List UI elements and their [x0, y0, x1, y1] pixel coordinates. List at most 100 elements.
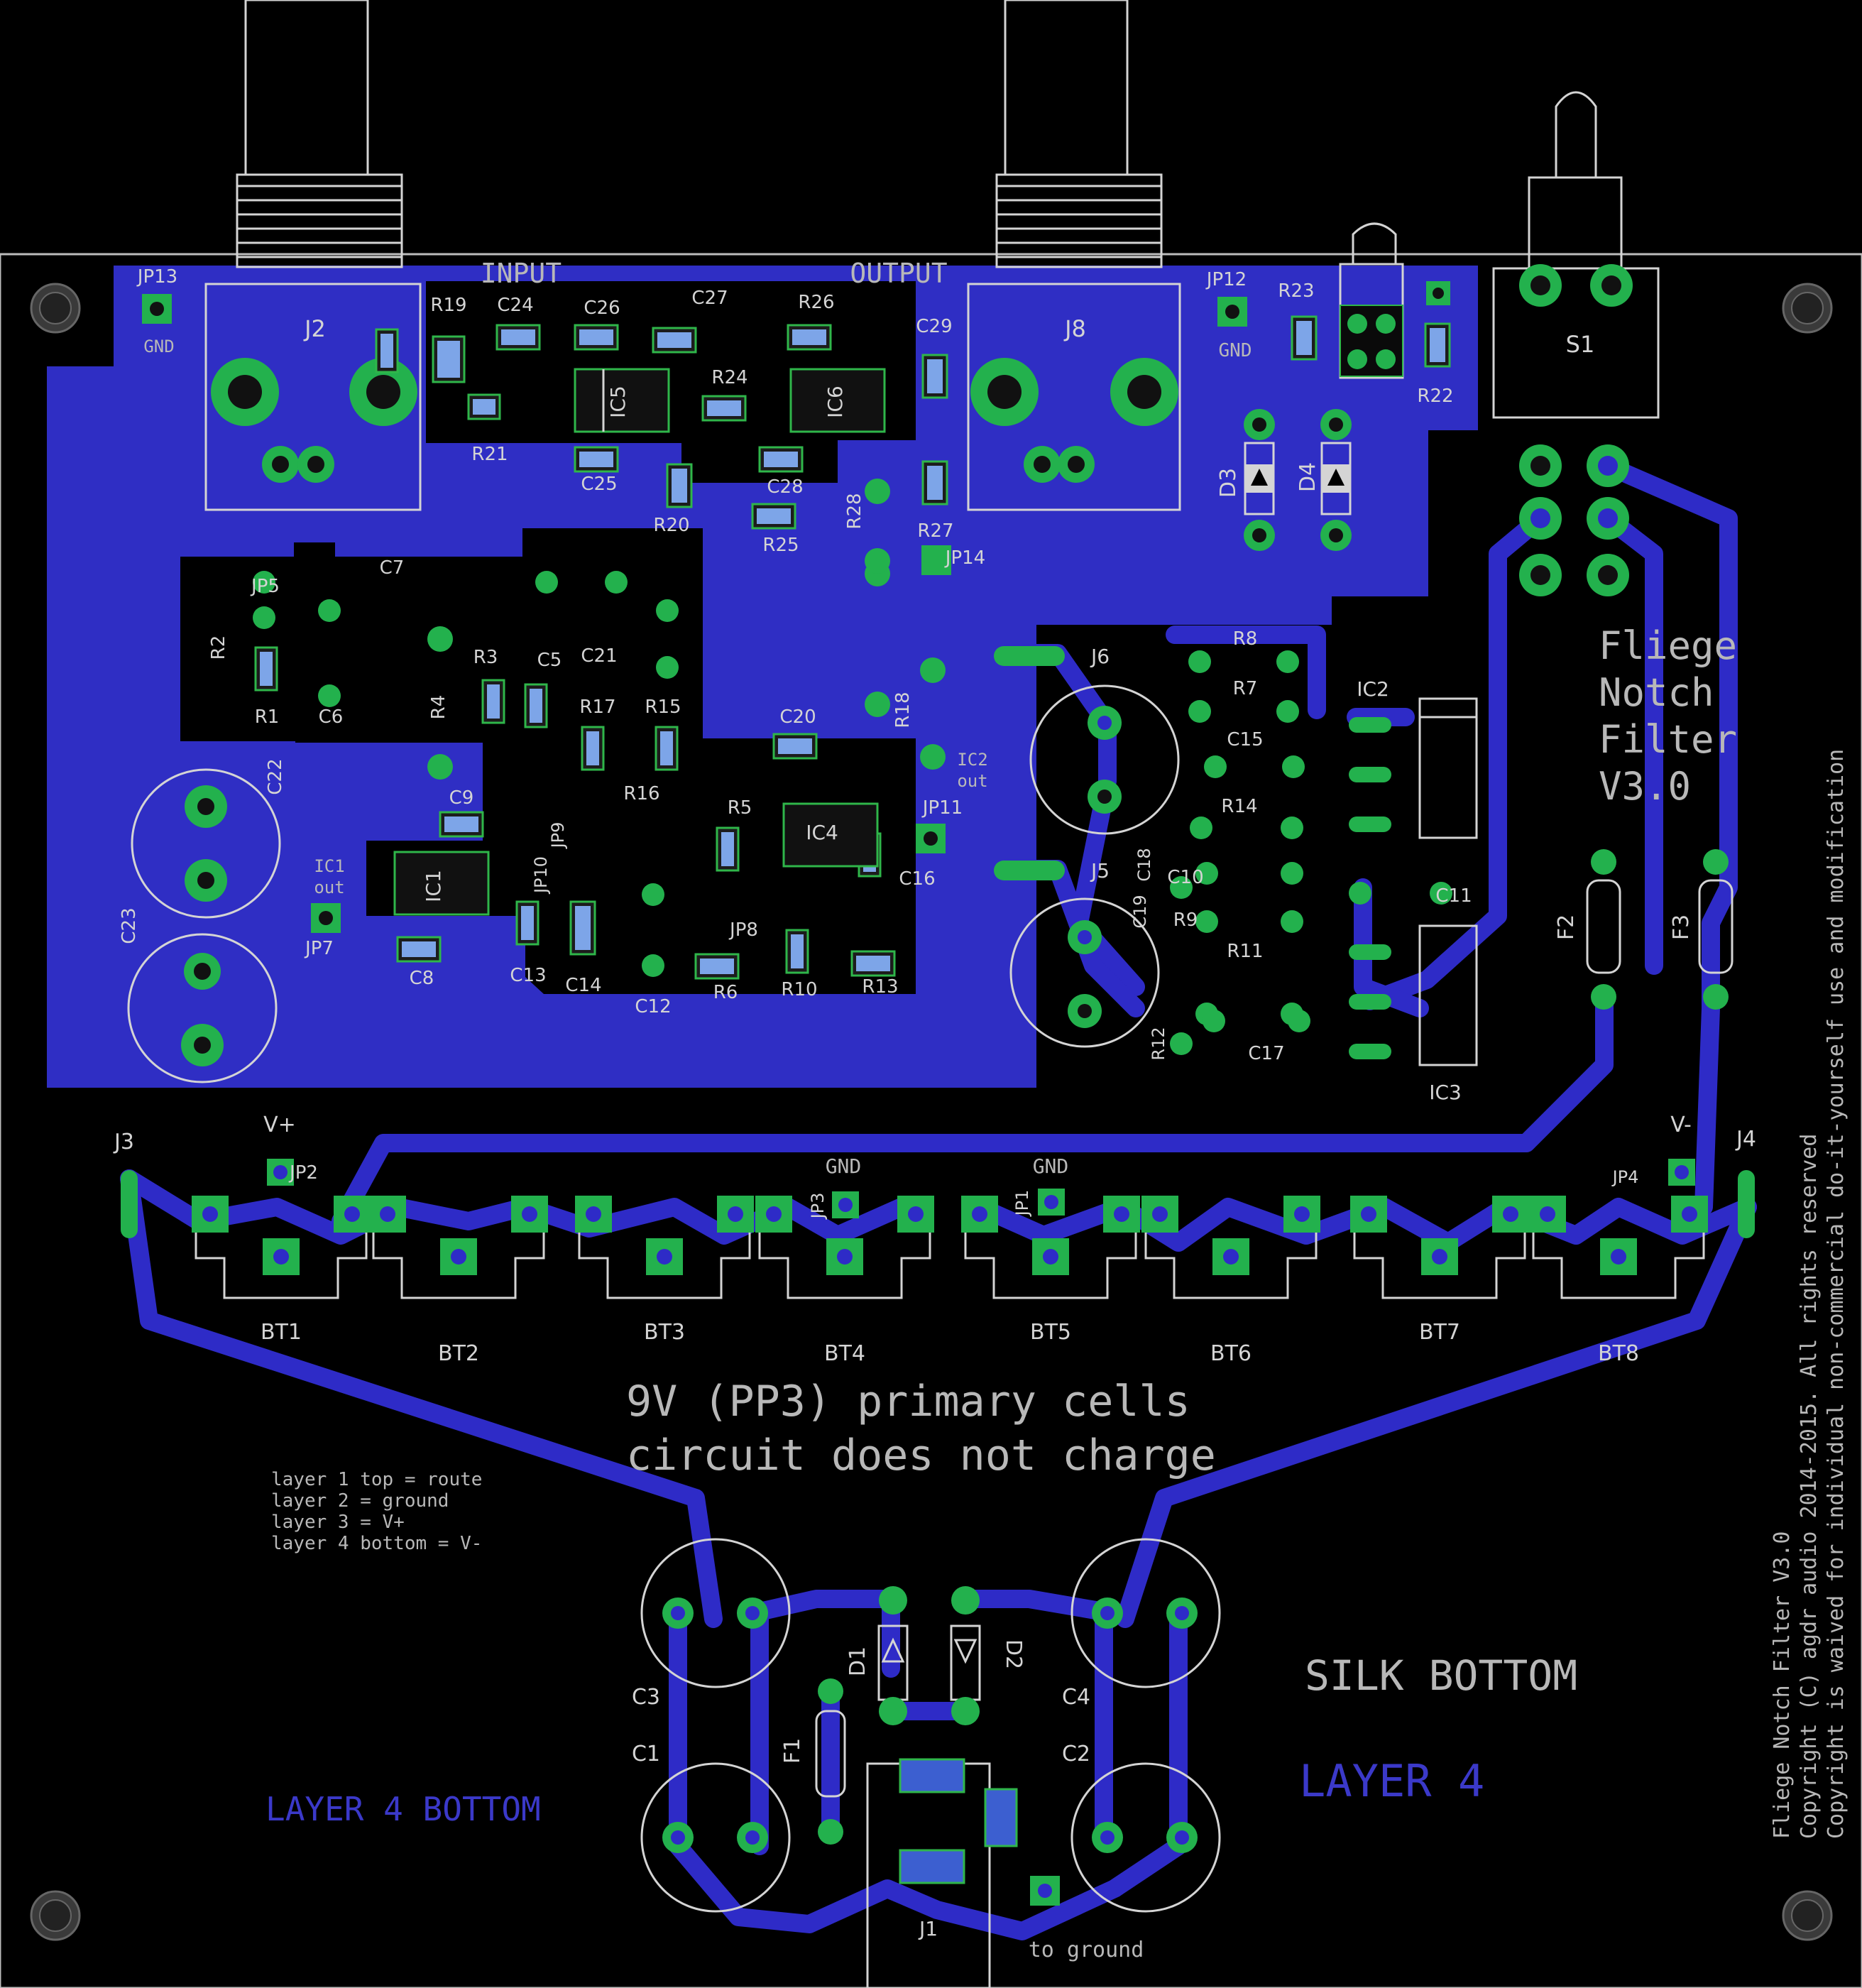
fuse-f3: [1698, 849, 1734, 1010]
ref-jp4: JP4: [1611, 1167, 1639, 1187]
battery-clip-bt3: [575, 1196, 754, 1299]
fuse-f1: [815, 1678, 846, 1845]
gnd-label-jp1: GND: [1033, 1154, 1069, 1178]
vminus-label: V-: [1670, 1113, 1692, 1137]
smd-footprint: [1424, 322, 1451, 368]
ref-r21: R21: [471, 444, 508, 465]
ref-r25: R25: [762, 535, 799, 556]
ref-r3: R3: [473, 647, 498, 668]
smd-footprint: [574, 324, 619, 351]
ref-bt8: BT8: [1598, 1341, 1639, 1366]
ref-r5: R5: [728, 797, 752, 819]
battery-clip-bt4: [755, 1196, 934, 1299]
silk-bottom-label: SILK BOTTOM: [1305, 1651, 1577, 1700]
ref-c3: C3: [632, 1685, 660, 1710]
ref-c20: C20: [779, 706, 816, 728]
diode-d2: [950, 1586, 981, 1725]
smd-footprint: [515, 900, 540, 946]
input-label: INPUT: [481, 258, 562, 289]
diode-d4: [1320, 409, 1352, 551]
ref-c8: C8: [410, 968, 434, 989]
ref-d1: D1: [845, 1646, 870, 1676]
ref-r14: R14: [1221, 796, 1257, 817]
ref-c1: C1: [632, 1742, 660, 1766]
ref-ic2: IC2: [1357, 677, 1389, 701]
bnc-connector-j2[interactable]: [204, 0, 422, 511]
battery-clip-bt1: [192, 1196, 371, 1299]
ref-c2: C2: [1062, 1742, 1090, 1766]
ref-jp5: JP5: [250, 576, 280, 597]
to-ground-label: to ground: [1029, 1938, 1144, 1962]
smd-footprint: [785, 929, 809, 974]
ref-bt7: BT7: [1419, 1320, 1460, 1345]
ref-f1: F1: [780, 1738, 805, 1764]
ic2-out-label: IC2: [957, 750, 987, 770]
ref-c17: C17: [1248, 1043, 1284, 1064]
gnd-label-jp12: GND: [1219, 340, 1252, 361]
ref-r17: R17: [579, 697, 615, 718]
ref-jp8: JP8: [728, 919, 758, 941]
smd-footprint: [581, 726, 605, 771]
title-line: Notch: [1599, 670, 1714, 715]
dc-jack-j1[interactable]: [866, 1758, 1018, 1988]
ref-jp14: JP14: [944, 547, 985, 569]
ic5-soic: [574, 368, 670, 433]
ref-d4: D4: [1296, 462, 1320, 492]
ref-c13: C13: [510, 965, 546, 986]
terminals: [121, 646, 1755, 1238]
smd-footprint: [524, 683, 548, 728]
ref-bt5: BT5: [1030, 1320, 1071, 1345]
battery-clip-bt7: [1350, 1196, 1529, 1299]
ref-r4: R4: [428, 695, 449, 720]
ref-r19: R19: [430, 295, 466, 316]
layer4-label: LAYER 4: [1299, 1755, 1484, 1807]
ref-bt3: BT3: [644, 1320, 685, 1345]
smd-footprint: [772, 733, 818, 760]
ref-d2: D2: [1001, 1639, 1026, 1669]
ic1-out-label: out: [314, 878, 344, 897]
smd-footprint: [694, 953, 740, 980]
battery-clip-bt2: [369, 1196, 548, 1299]
ref-r10: R10: [781, 979, 817, 1000]
title-line: Filter: [1599, 717, 1737, 762]
ref-c4: C4: [1062, 1685, 1090, 1710]
ref-c14: C14: [565, 975, 601, 996]
ref-c9: C9: [449, 787, 474, 809]
ref-c16: C16: [899, 868, 935, 890]
battery-clip-bt5: [961, 1196, 1140, 1299]
ref-bt6: BT6: [1210, 1341, 1252, 1366]
ref-r6: R6: [713, 982, 738, 1003]
battery-clip-bt6: [1141, 1196, 1320, 1299]
regulator-ic2: [1349, 697, 1478, 839]
title-line: V3.0: [1599, 764, 1691, 809]
note-big: circuit does not charge: [626, 1431, 1216, 1480]
layers-note: layer 1 top = route: [271, 1469, 482, 1490]
toggle-switch-s1[interactable]: [1492, 91, 1660, 419]
ref-j1: J1: [918, 1917, 938, 1940]
ref-r11: R11: [1227, 941, 1263, 962]
copyright-line: Copyright is waived for individual non-c…: [1824, 749, 1849, 1839]
ref-jp3: JP3: [808, 1193, 828, 1220]
ref-f2: F2: [1554, 914, 1579, 940]
ref-c27: C27: [691, 288, 728, 309]
smd-footprint: [432, 335, 466, 383]
diode-d3: [1244, 409, 1275, 551]
smd-footprint: [652, 327, 697, 354]
layers-note: layer 2 = ground: [271, 1490, 449, 1512]
ic2-out-label: out: [957, 771, 987, 791]
ref-ic6: IC6: [823, 386, 847, 418]
smd-footprint: [751, 503, 796, 530]
ref-r13: R13: [862, 976, 898, 998]
diode-d1: [877, 1586, 909, 1725]
ref-jp13: JP13: [136, 266, 177, 288]
ref-ic3: IC3: [1429, 1081, 1462, 1104]
note-big: 9V (PP3) primary cells: [626, 1377, 1190, 1426]
ref-c25: C25: [581, 474, 617, 495]
led-r23: [1339, 222, 1404, 379]
ref-r9: R9: [1173, 910, 1198, 931]
ref-c22: C22: [265, 758, 286, 794]
bnc-connector-j8[interactable]: [967, 0, 1181, 511]
smd-footprint: [569, 900, 596, 956]
ref-r7: R7: [1233, 678, 1258, 699]
